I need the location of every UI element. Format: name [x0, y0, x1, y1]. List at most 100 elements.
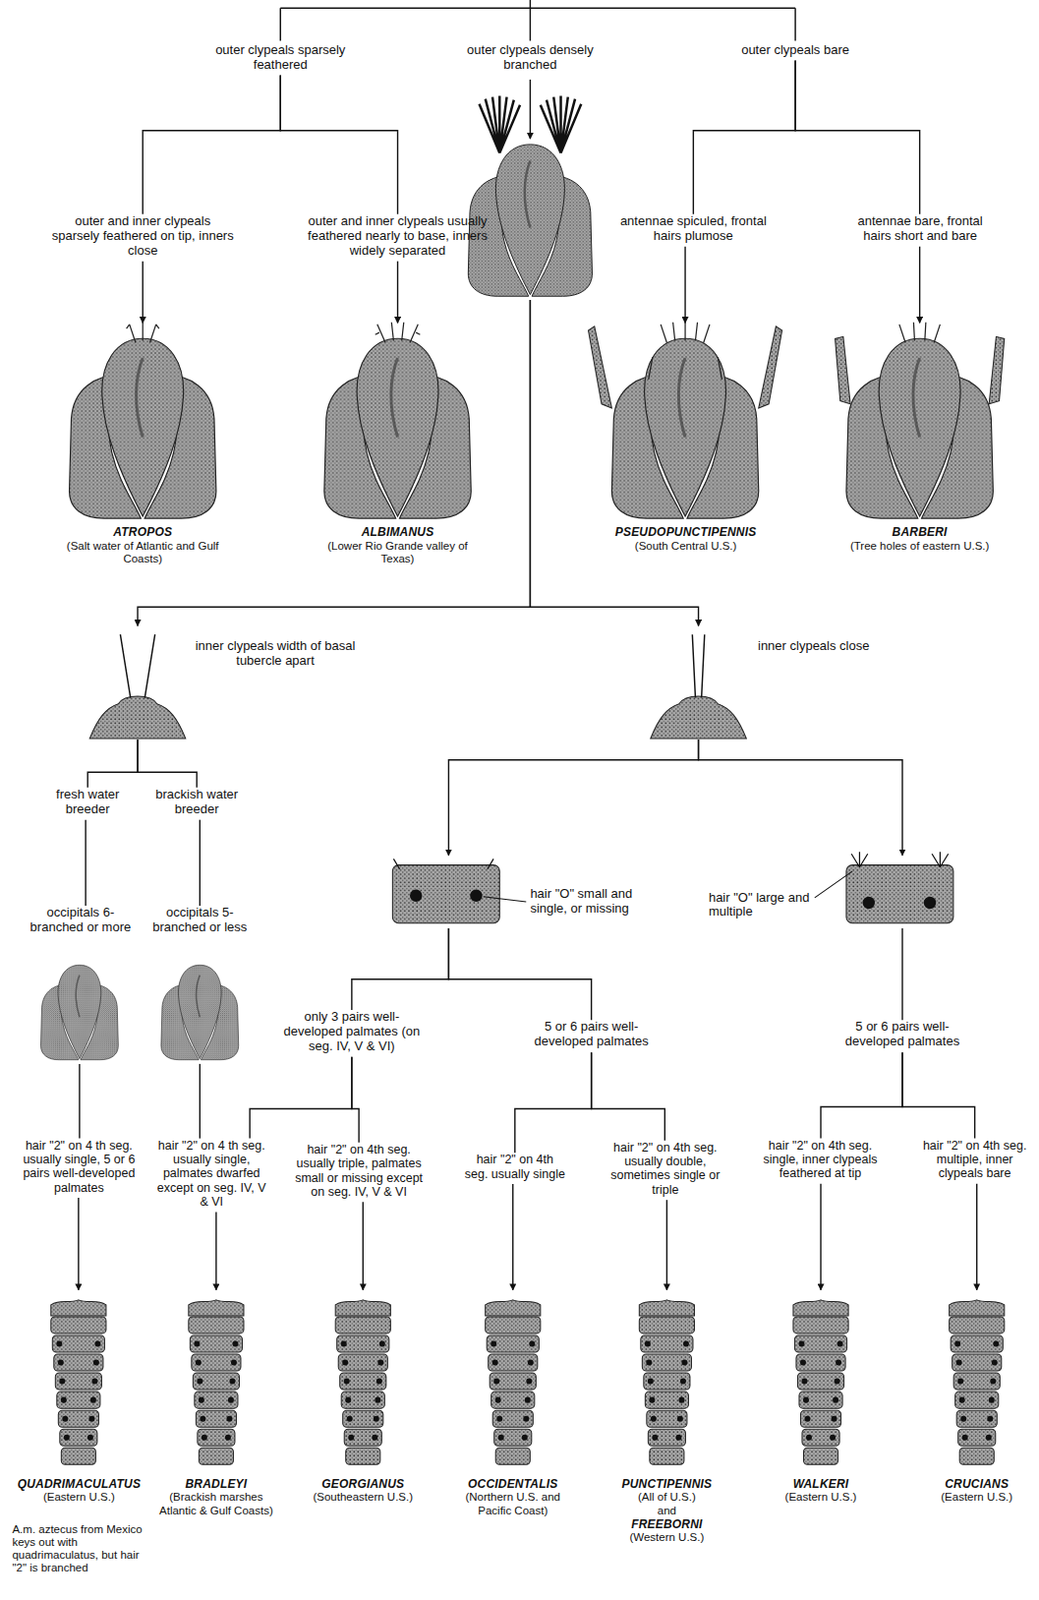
range-note: (Lower Rio Grande valley of Texas): [310, 539, 484, 566]
key-connector: [137, 739, 197, 788]
clypeal-hairs: [126, 322, 160, 344]
key-step: hair "2" on 4th seg. usually single: [463, 1152, 567, 1184]
key-connector: [976, 1183, 978, 1290]
larva-abdomen: [188, 1299, 244, 1464]
key-connector: [137, 299, 530, 626]
range-note: (Western U.S.): [595, 1530, 739, 1544]
key-text: hair "2" on 4th seg. usually triple, pal…: [288, 1142, 430, 1200]
key-text: only 3 pairs well-developed palmates (on…: [275, 1009, 429, 1054]
key-step: brackish water breeder: [147, 787, 246, 820]
key-step: occipitals 6-branched or more: [20, 905, 141, 1064]
range-note: (All of U.S.): [595, 1490, 739, 1503]
key-text: outer and inner clypeals sparsely feathe…: [51, 214, 235, 259]
range-note: and: [595, 1503, 739, 1517]
key-connector: [919, 246, 921, 324]
species-name: PSEUDOPUNCTIPENNIS: [596, 524, 776, 539]
key-step: hair "2" on 4th seg. single, inner clype…: [756, 1138, 885, 1184]
key-connector: [215, 1211, 217, 1289]
hair-o: [851, 851, 949, 867]
key-connector: [351, 927, 450, 1010]
key-connector: [512, 1183, 514, 1290]
species-panel: CRUCIANS(Eastern U.S.): [925, 1290, 1029, 1506]
species-panel: GEORGIANUS(Southeastern U.S.): [298, 1290, 428, 1506]
species-name: QUADRIMACULATUS: [9, 1476, 148, 1491]
species-panel: PSEUDOPUNCTIPENNIS(South Central U.S.): [596, 324, 776, 556]
key-connector: [351, 1056, 359, 1143]
key-step: hair "O" large and multiple: [708, 856, 959, 928]
key-step: hair "2" on 4th seg. multiple, inner cly…: [921, 1138, 1030, 1184]
key-text: outer and inner clypeals usually feather…: [305, 214, 490, 259]
key-connector: [666, 1199, 668, 1290]
connector-group: [78, 60, 978, 1290]
species-name: ATROPOS: [56, 524, 230, 539]
species-panel: WALKERI(Eastern U.S.): [759, 1290, 882, 1506]
key-text: outer clypeals bare: [739, 43, 852, 58]
key-connector: [448, 927, 591, 1020]
branched-tufts: [479, 96, 582, 154]
key-text: 5 or 6 pairs well-developed palmates: [841, 1019, 964, 1049]
key-step: outer and inner clypeals sparsely feathe…: [51, 214, 235, 262]
larva-head: [846, 338, 993, 519]
range-note: (Eastern U.S.): [9, 1490, 148, 1503]
species-name: ALBIMANUS: [310, 524, 484, 539]
species-panel: OCCIDENTALIS(Northern U.S. and Pacific C…: [448, 1290, 578, 1520]
key-step: occipitals 5-branched or less: [142, 905, 257, 1064]
key-step: antennae bare, frontal hairs short and b…: [846, 214, 994, 247]
range-note: (Eastern U.S.): [925, 1490, 1029, 1503]
species-panel: ATROPOS(Salt water of Atlantic and Gulf …: [56, 324, 230, 569]
species-name: CRUCIANS: [925, 1476, 1029, 1491]
key-step: outer clypeals bare: [739, 43, 852, 61]
key-step: inner clypeals width of basal tubercle a…: [86, 627, 372, 740]
species-panel: QUADRIMACULATUS(Eastern U.S.): [9, 1290, 148, 1506]
species-name: BRADLEYI: [152, 1476, 282, 1491]
larva-abdomen: [335, 1299, 391, 1464]
range-note: (Salt water of Atlantic and Gulf Coasts): [56, 539, 230, 566]
key-step: outer clypeals sparsely feathered: [203, 43, 357, 76]
key-connector: [199, 1063, 201, 1139]
larva-abdomen: [638, 1299, 694, 1464]
key-step: hair "2" on 4 th seg. usually single, pa…: [153, 1138, 271, 1213]
hair-o: [393, 858, 494, 868]
abdominal-segment: [392, 865, 500, 924]
key-step: hair "2" on 4th seg. usually triple, pal…: [288, 1142, 430, 1203]
key-text: hair "2" on 4th seg. multiple, inner cly…: [921, 1138, 1030, 1181]
larva-head: [611, 338, 758, 519]
key-text: antennae bare, frontal hairs short and b…: [846, 214, 994, 244]
range-note: (Brackish marshes Atlantic & Gulf Coasts…: [152, 1490, 282, 1516]
key-connector: [819, 1183, 821, 1290]
key-text: outer clypeals densely branched: [448, 43, 612, 73]
key-text: brackish water breeder: [147, 787, 246, 817]
key-step: fresh water breeder: [40, 787, 134, 820]
key-connector: [78, 1063, 80, 1139]
key-text: hair "2" on 4th seg. usually double, som…: [596, 1140, 735, 1198]
key-step: hair "2" on 4th seg. usually double, som…: [596, 1140, 735, 1201]
species-name: FREEBORNI: [595, 1516, 739, 1531]
key-text: fresh water breeder: [40, 787, 134, 817]
species-name: OCCIDENTALIS: [448, 1476, 578, 1491]
abdominal-segment: [846, 865, 954, 924]
larva-abdomen: [793, 1299, 849, 1464]
key-step: hair "O" small and single, or missing: [387, 856, 661, 928]
larva-abdomen: [485, 1299, 541, 1464]
species-panel: BARBERI(Tree holes of eastern U.S.): [832, 324, 1006, 556]
key-connector: [795, 60, 921, 215]
key-text: hair "2" on 4 th seg. usually single, pa…: [153, 1138, 271, 1210]
key-connector: [199, 819, 201, 906]
leader-line: [483, 896, 527, 902]
species-panel: BRADLEYI(Brackish marshes Atlantic & Gul…: [152, 1290, 282, 1520]
species-panel: ALBIMANUS(Lower Rio Grande valley of Tex…: [310, 324, 484, 569]
basal-tubercle: [89, 695, 186, 739]
species-name: GEORGIANUS: [298, 1476, 428, 1491]
top-bracket: [280, 0, 796, 41]
key-step: outer and inner clypeals usually feather…: [305, 214, 490, 262]
larva-abdomen: [51, 1299, 107, 1464]
key-connector: [84, 819, 86, 906]
key-connector: [77, 1197, 79, 1290]
key-step: only 3 pairs well-developed palmates (on…: [275, 1009, 429, 1057]
key-connector: [515, 1051, 592, 1153]
inner-clypeals: [119, 634, 155, 697]
key-step: 5 or 6 pairs well-developed palmates: [529, 1019, 652, 1052]
artwork-group: [40, 0, 1004, 1464]
key-text: hair "2" on 4th seg. single, inner clype…: [756, 1138, 885, 1181]
key-text: hair "O" small and single, or missing: [529, 886, 661, 917]
